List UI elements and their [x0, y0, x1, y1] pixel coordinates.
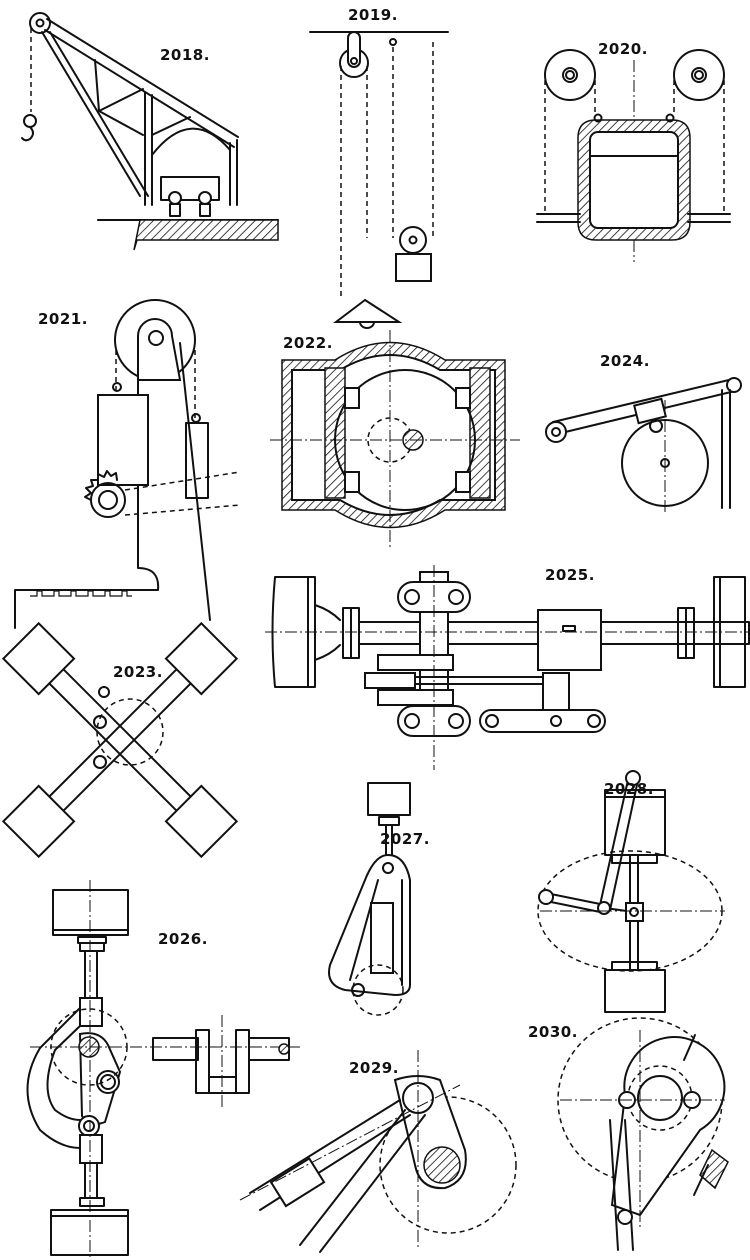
figure-label-2028: 2028.: [604, 780, 654, 798]
figure-label-2024: 2024.: [600, 352, 650, 370]
figure-2026-drawing: [26, 880, 300, 1258]
figure-2024-drawing: [545, 377, 742, 515]
figure-label-2021: 2021.: [38, 310, 88, 328]
figure-2019-drawing: [309, 31, 449, 329]
figure-label-2029: 2029.: [349, 1059, 399, 1077]
figure-label-2020: 2020.: [598, 40, 648, 58]
figure-2021-drawing: [14, 299, 241, 629]
figure-2028-drawing: [537, 770, 725, 1013]
figure-label-2025: 2025.: [545, 566, 595, 584]
figure-label-2030: 2030.: [528, 1023, 578, 1041]
figure-2025-drawing: [265, 565, 750, 770]
figure-2029-drawing: [239, 1050, 517, 1253]
figure-label-2022: 2022.: [283, 334, 333, 352]
figure-label-2023: 2023.: [113, 663, 163, 681]
figure-label-2026: 2026.: [158, 930, 208, 948]
figure-2020-drawing: [536, 49, 731, 262]
figure-2023-drawing: [1, 621, 239, 859]
figure-label-2027: 2027.: [380, 830, 430, 848]
figure-label-2018: 2018.: [160, 46, 210, 64]
figure-2030-drawing: [557, 1017, 729, 1251]
figure-2018-drawing: [21, 12, 279, 251]
figure-2027-drawing: [328, 782, 411, 1016]
figure-2022-drawing: [270, 330, 520, 550]
figure-label-2019: 2019.: [348, 6, 398, 24]
